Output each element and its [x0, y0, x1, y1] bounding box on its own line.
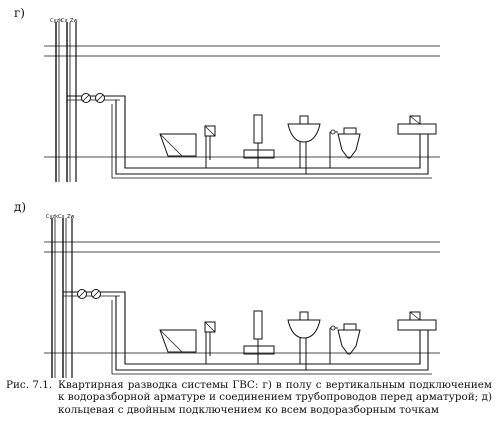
riser-label-cx: Cx [61, 18, 68, 24]
floor-loop-pipe [115, 296, 429, 371]
floor-loop-pipe [111, 300, 432, 375]
cabinet-top [397, 123, 437, 135]
filter-mark [92, 290, 100, 298]
panel-g-diagram [44, 22, 440, 182]
funnel-rim [343, 323, 357, 331]
wall-unit-base [243, 345, 275, 355]
fixture-supply-pipe [299, 338, 307, 370]
wall-unit [253, 310, 263, 340]
fixture-supply-pipe [299, 142, 307, 174]
mixer-mark [204, 321, 216, 333]
cabinet-mark [409, 311, 421, 321]
meter-mark [82, 94, 90, 102]
fixture-supply-pipe [329, 327, 338, 364]
funnel-fixture [337, 329, 361, 355]
funnel-rim [343, 127, 357, 135]
cabinet-valve [409, 311, 421, 321]
cabinet-mark [409, 115, 421, 125]
bath-fixture [159, 329, 197, 353]
figure-caption: Рис. 7.1. Квартирная разводка системы ГВ… [6, 379, 492, 416]
sink-valve [299, 311, 309, 321]
sink-bowl [287, 123, 321, 143]
fixture-supply-pipe [329, 131, 338, 168]
cabinet-top [397, 319, 437, 331]
bath-hatch [159, 133, 183, 157]
filter-mark [96, 94, 104, 102]
valve-icon [330, 129, 336, 135]
caption-prefix: Рис. 7.1. [6, 379, 53, 391]
panel-label-d: д) [14, 200, 27, 214]
sink-bowl [287, 319, 321, 339]
mixer-mark [204, 125, 216, 137]
riser-label-zw: Zw [67, 214, 75, 220]
valve-icon [330, 325, 336, 331]
riser-label-cx: Cx [58, 214, 65, 220]
funnel-fixture [337, 133, 361, 159]
cabinet-valve [409, 115, 421, 125]
caption-text: Квартирная разводка системы ГВС: г) в по… [58, 379, 492, 416]
wall-unit-base [243, 149, 275, 159]
fixture-supply-pipe [205, 136, 211, 168]
floor-loop-pipe [120, 291, 421, 365]
bath-fixture [159, 133, 197, 157]
floor-loop-pipe [120, 95, 421, 169]
riser-label-cyzk: Cyzk [50, 18, 62, 24]
panel-d-diagram [44, 218, 440, 378]
sink-valve [299, 115, 309, 125]
floor-loop-pipe [115, 100, 429, 175]
wall-unit [253, 114, 263, 144]
fixture-supply-pipe [205, 332, 211, 364]
floor-loop-pipe [111, 104, 432, 179]
panel-label-g: г) [14, 6, 25, 20]
meter-mark [78, 290, 86, 298]
bath-hatch [159, 329, 183, 353]
riser-label-cyzk: Cyzk [46, 214, 58, 220]
riser-label-zw: Zw [70, 18, 78, 24]
